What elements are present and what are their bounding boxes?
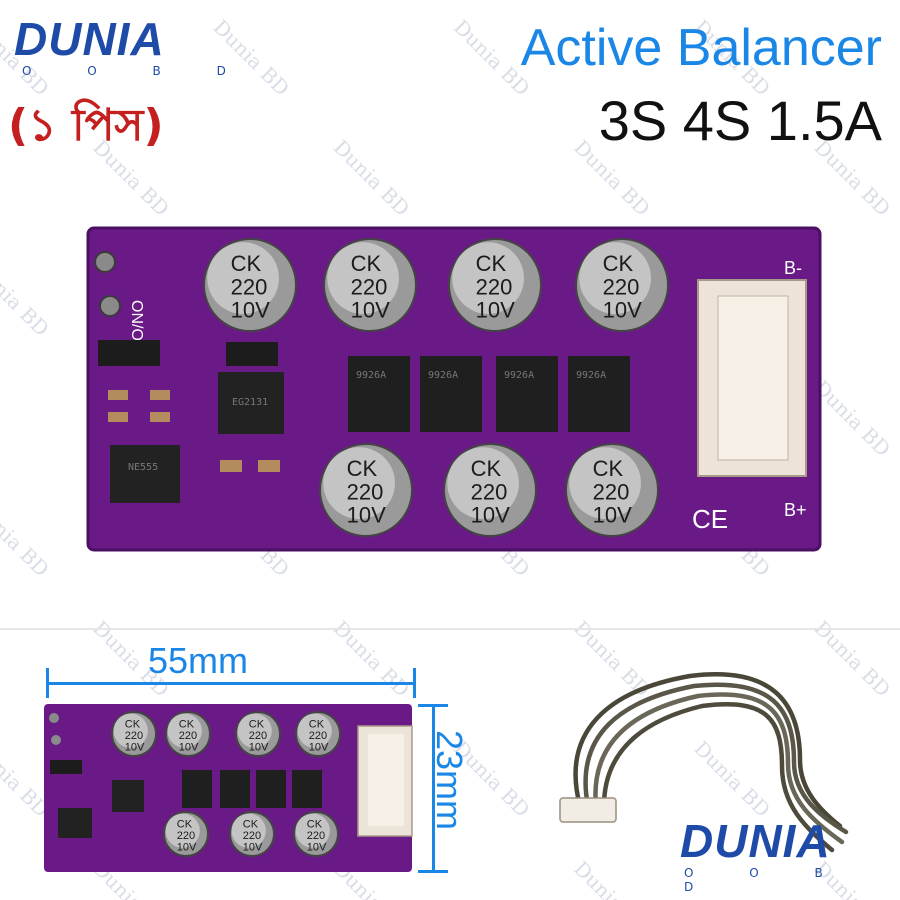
capacitor-label: CK <box>471 456 502 481</box>
mosfet-chip <box>348 356 410 432</box>
capacitor-label: 220 <box>231 274 268 299</box>
mosfet-chip-small <box>292 770 322 808</box>
capacitor-label: 220 <box>243 830 261 842</box>
product-subtitle: 3S 4S 1.5A <box>598 89 882 152</box>
capacitor-label: CK <box>347 456 378 481</box>
capacitor-label: 220 <box>347 479 384 504</box>
capacitor-label: 220 <box>476 274 513 299</box>
capacitor-label: 10V <box>593 502 632 527</box>
brand-name: DUNIA <box>14 13 165 65</box>
brand-logo-bottom: DUNIA O O B D <box>680 816 900 894</box>
mosfet-chip-small <box>220 770 250 808</box>
capacitor-label: 10V <box>347 502 386 527</box>
capacitor-label: 10V <box>243 842 263 854</box>
mosfet-chip-label: 9926A <box>576 370 606 381</box>
capacitor-label: 10V <box>231 297 270 322</box>
mosfet-chip-small <box>182 770 212 808</box>
capacitor-label: 220 <box>603 274 640 299</box>
width-dimension-tick-left <box>46 668 49 698</box>
height-dimension-line <box>432 704 435 872</box>
width-dimension-line <box>46 682 416 685</box>
width-dimension: 55mm <box>148 640 249 681</box>
capacitor-label: 10V <box>307 842 327 854</box>
brand-logo-top: DUNIA O O B D <box>14 14 252 78</box>
mosfet-chip <box>568 356 630 432</box>
capacitor-label: 10V <box>603 297 642 322</box>
capacitor-label: 220 <box>351 274 388 299</box>
capacitor-label: CK <box>351 251 382 276</box>
quantity-label: (১ পিস) <box>8 100 164 151</box>
section-divider <box>0 628 900 630</box>
capacitor-label: CK <box>125 718 141 730</box>
terminal-b-plus: B+ <box>784 500 807 520</box>
capacitor-label: 220 <box>309 730 327 742</box>
capacitor-label: CK <box>179 718 195 730</box>
capacitor-label: 10V <box>125 742 145 754</box>
ce-mark: CE <box>692 504 728 534</box>
capacitor-label: 10V <box>471 502 510 527</box>
capacitor-label: 220 <box>125 730 143 742</box>
capacitor-label: 10V <box>476 297 515 322</box>
capacitor-label: CK <box>177 818 193 830</box>
capacitor-label: 220 <box>177 830 195 842</box>
capacitor-label: CK <box>243 818 259 830</box>
capacitor-label: CK <box>231 251 262 276</box>
brand-name-bottom: DUNIA <box>680 815 831 867</box>
capacitor-label: CK <box>249 718 265 730</box>
chip-eg2131-label: EG2131 <box>232 397 268 408</box>
mosfet-chip-label: 9926A <box>356 370 386 381</box>
terminal-b-minus: B- <box>784 258 802 278</box>
capacitor-label: 220 <box>179 730 197 742</box>
capacitor-label: 220 <box>593 479 630 504</box>
product-title: Active Balancer <box>520 19 882 77</box>
mosfet-chip-label: 9926A <box>504 370 534 381</box>
height-dimension-tick-top <box>418 704 448 707</box>
capacitor-label: 10V <box>179 742 199 754</box>
chip-ne555-label: NE555 <box>128 462 158 473</box>
width-dimension-tick-right <box>413 668 416 698</box>
capacitor-label: 220 <box>249 730 267 742</box>
height-dimension-tick-bottom <box>418 870 448 873</box>
mosfet-chip <box>420 356 482 432</box>
brand-sub-bottom: O O B D <box>684 866 849 894</box>
capacitor-label: 10V <box>249 742 269 754</box>
capacitor-label: CK <box>307 818 323 830</box>
capacitor-label: 10V <box>351 297 390 322</box>
capacitor-label: 10V <box>309 742 329 754</box>
capacitor-label: CK <box>309 718 325 730</box>
brand-sub: O O B D <box>22 64 252 78</box>
mosfet-chip-small <box>256 770 286 808</box>
mosfet-chip <box>496 356 558 432</box>
capacitor-label: 220 <box>307 830 325 842</box>
capacitor-label: CK <box>603 251 634 276</box>
mosfet-chip-label: 9926A <box>428 370 458 381</box>
capacitor-label: CK <box>476 251 507 276</box>
capacitor-label: CK <box>593 456 624 481</box>
capacitor-label: 220 <box>471 479 508 504</box>
capacitor-label: 10V <box>177 842 197 854</box>
